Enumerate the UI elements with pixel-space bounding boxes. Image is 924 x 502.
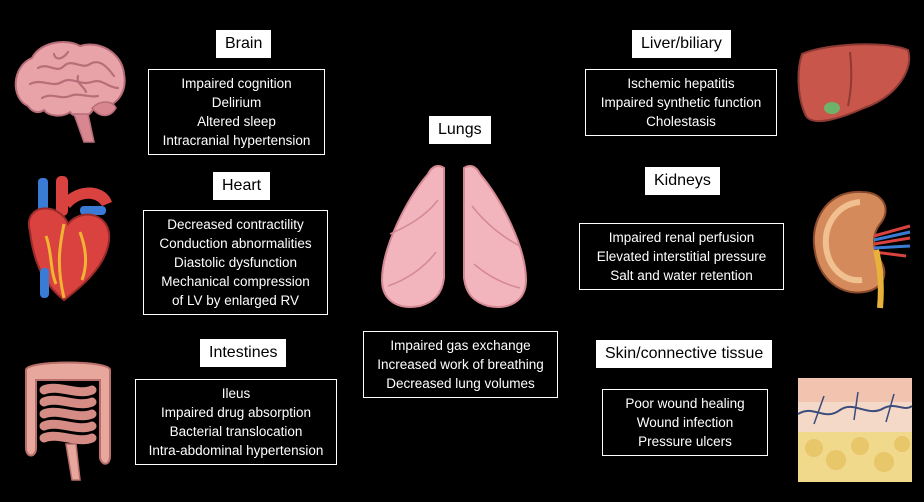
brain-effect: Impaired cognition bbox=[181, 76, 292, 91]
brain-effect: Altered sleep bbox=[197, 114, 276, 129]
liver-effect: Impaired synthetic function bbox=[600, 95, 762, 110]
brain-icon bbox=[14, 41, 126, 143]
brain-effect: Intracranial hypertension bbox=[162, 133, 311, 148]
heart-effect: Mechanical compression bbox=[161, 274, 310, 289]
intestines-icon bbox=[25, 361, 111, 481]
heart-effect: Decreased contractility bbox=[167, 217, 304, 232]
liver-title: Liver/biliary bbox=[632, 30, 731, 58]
brain-effect: Delirium bbox=[211, 95, 262, 110]
heart-title: Heart bbox=[213, 172, 271, 200]
intestines-effect: Ileus bbox=[221, 386, 251, 401]
intestines-effect: Bacterial translocation bbox=[169, 424, 303, 439]
skin-title: Skin/connective tissue bbox=[596, 340, 773, 368]
kidneys-effect: Elevated interstitial pressure bbox=[596, 249, 767, 264]
heart-effect: Diastolic dysfunction bbox=[173, 255, 298, 270]
skin-effect: Poor wound healing bbox=[625, 396, 745, 411]
lungs-title: Lungs bbox=[429, 116, 491, 144]
skin-effects-box: Poor wound healing Wound infection Press… bbox=[602, 389, 768, 456]
liver-icon bbox=[797, 43, 911, 123]
liver-effect: Ischemic hepatitis bbox=[627, 76, 735, 91]
lungs-effect: Increased work of breathing bbox=[377, 357, 544, 372]
brain-effects-box: Impaired cognition Delirium Altered slee… bbox=[148, 69, 325, 155]
kidneys-effect: Impaired renal perfusion bbox=[608, 230, 755, 245]
heart-effect: Conduction abnormalities bbox=[159, 236, 312, 251]
skin-tissue-icon bbox=[797, 378, 913, 482]
heart-effects-box: Decreased contractility Conduction abnor… bbox=[143, 210, 328, 315]
brain-title: Brain bbox=[216, 30, 272, 58]
kidneys-title: Kidneys bbox=[645, 167, 720, 195]
skin-effect: Pressure ulcers bbox=[638, 434, 732, 449]
kidneys-effect: Salt and water retention bbox=[610, 268, 753, 283]
lungs-effects-box: Impaired gas exchange Increased work of … bbox=[363, 331, 558, 398]
liver-effect: Cholestasis bbox=[646, 114, 716, 129]
skin-effect: Wound infection bbox=[636, 415, 734, 430]
heart-icon bbox=[27, 176, 112, 302]
lungs-effect: Decreased lung volumes bbox=[386, 376, 535, 391]
intestines-effect: Intra-abdominal hypertension bbox=[148, 443, 324, 458]
lungs-effect: Impaired gas exchange bbox=[390, 338, 531, 353]
lungs-icon bbox=[380, 165, 528, 308]
intestines-effects-box: Ileus Impaired drug absorption Bacterial… bbox=[135, 379, 337, 465]
intestines-effect: Impaired drug absorption bbox=[160, 405, 312, 420]
kidneys-effects-box: Impaired renal perfusion Elevated inters… bbox=[579, 223, 784, 290]
intestines-title: Intestines bbox=[200, 339, 287, 367]
kidney-icon bbox=[812, 190, 911, 309]
heart-effect: of LV by enlarged RV bbox=[171, 293, 300, 308]
liver-effects-box: Ischemic hepatitis Impaired synthetic fu… bbox=[585, 69, 777, 136]
